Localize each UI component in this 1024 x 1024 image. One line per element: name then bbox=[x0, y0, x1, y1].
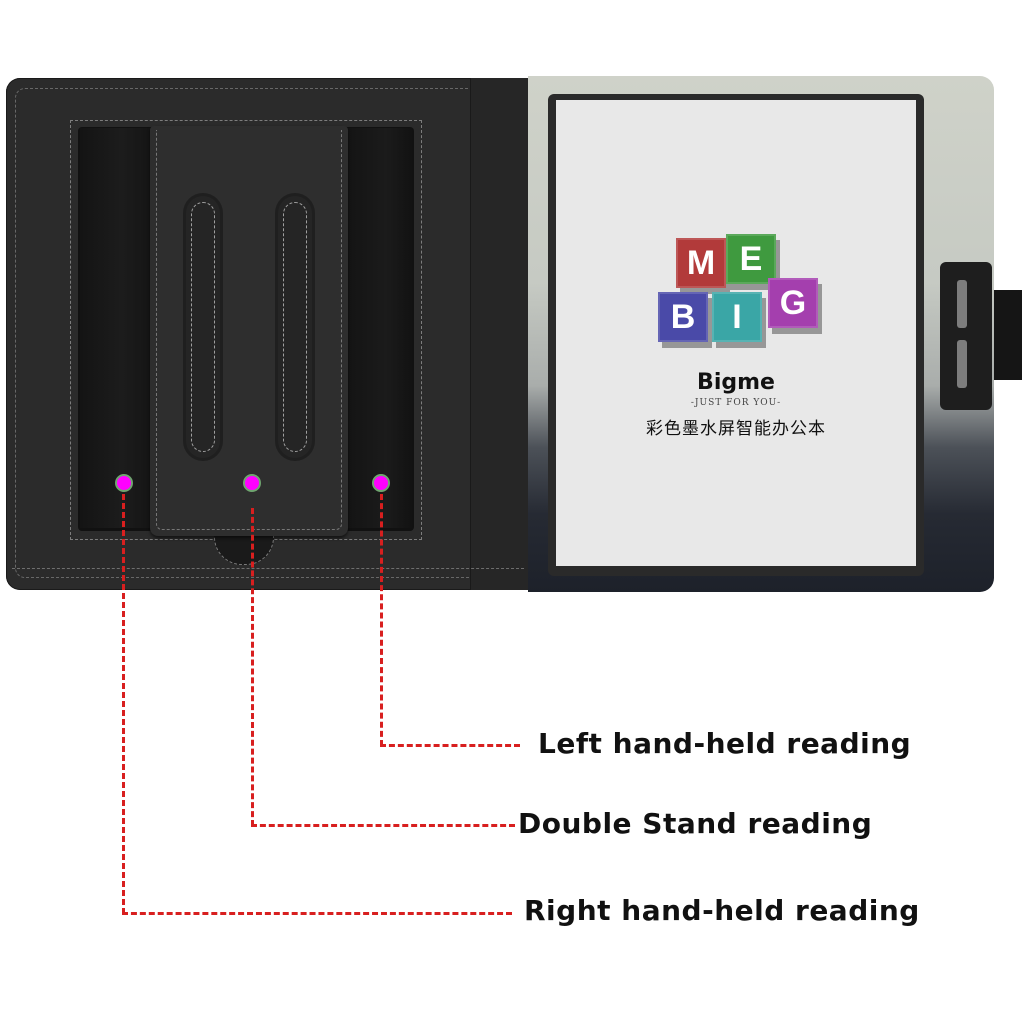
bigme-logo: M E B G I bbox=[658, 234, 838, 358]
leader-line-left-vertical bbox=[380, 494, 383, 746]
stand-slot-left bbox=[186, 196, 220, 458]
left-elastic-strap bbox=[80, 128, 150, 528]
slot-stitching bbox=[191, 202, 215, 452]
leader-line-right-vertical bbox=[122, 494, 125, 914]
page-up-button[interactable] bbox=[957, 280, 967, 328]
case-spine bbox=[470, 78, 529, 590]
leader-line-double-vertical bbox=[251, 508, 254, 826]
brand-tagline: -JUST FOR YOU- bbox=[690, 398, 782, 408]
marker-right-handheld bbox=[115, 474, 133, 492]
stand-slot-right bbox=[278, 196, 312, 458]
logo-cube-g: G bbox=[768, 278, 818, 328]
leader-line-right-horizontal bbox=[122, 912, 512, 915]
label-right-handheld: Right hand-held reading bbox=[524, 894, 920, 927]
brand-name: Bigme bbox=[697, 370, 775, 395]
flap-stitching bbox=[156, 130, 342, 530]
leader-line-double-horizontal bbox=[251, 824, 515, 827]
label-double-stand: Double Stand reading bbox=[518, 807, 873, 840]
right-elastic-strap bbox=[348, 128, 412, 528]
logo-cube-i: I bbox=[712, 292, 762, 342]
logo-cube-m: M bbox=[676, 238, 726, 288]
logo-cube-b: B bbox=[658, 292, 708, 342]
slot-stitching bbox=[283, 202, 307, 452]
product-subtitle: 彩色墨水屏智能办公本 bbox=[646, 419, 826, 439]
pen-loop-strap bbox=[994, 290, 1022, 380]
page-down-button[interactable] bbox=[957, 340, 967, 388]
label-left-handheld: Left hand-held reading bbox=[538, 727, 912, 760]
bottom-stitching bbox=[12, 568, 524, 569]
marker-double-stand bbox=[243, 474, 261, 492]
leader-line-left-horizontal bbox=[380, 744, 520, 747]
logo-cube-e: E bbox=[726, 234, 776, 284]
marker-left-handheld bbox=[372, 474, 390, 492]
cover-stitching bbox=[15, 88, 532, 578]
stand-flap bbox=[150, 126, 348, 536]
